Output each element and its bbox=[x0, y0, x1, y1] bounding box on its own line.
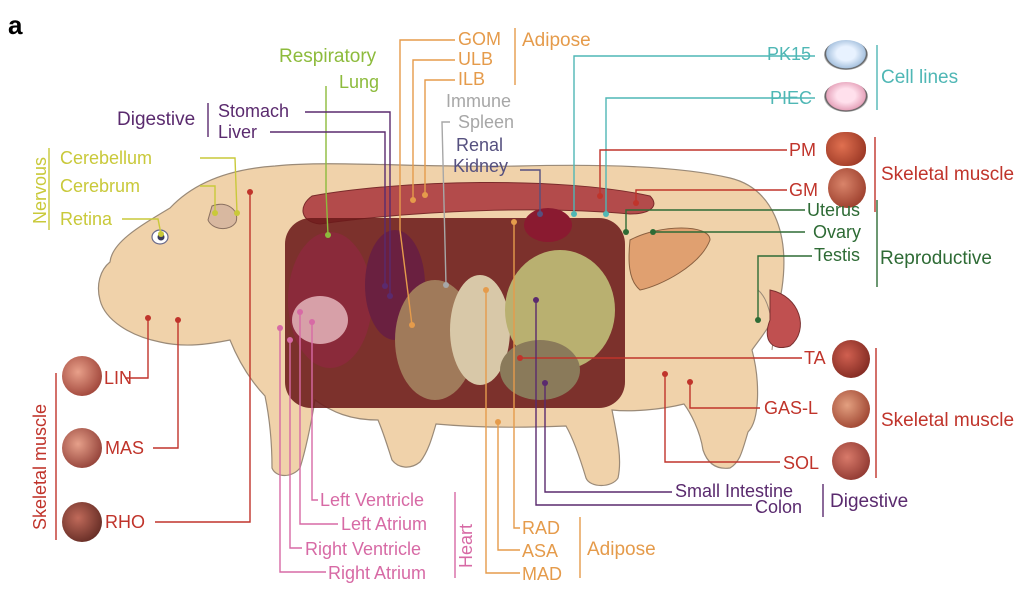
tissue-spleen: Spleen bbox=[458, 112, 515, 132]
category-digestive-bottom: Digestive bbox=[830, 491, 909, 512]
piec-dish-icon bbox=[824, 82, 868, 112]
tissue-testis: Testis bbox=[814, 245, 861, 265]
category-immune: Immune bbox=[446, 91, 512, 111]
tissue-ulb: ULB bbox=[458, 49, 494, 69]
category-adipose-bottom: Adipose bbox=[587, 539, 656, 560]
tissue-gom: GOM bbox=[458, 29, 501, 49]
tissue-rad: RAD bbox=[522, 518, 561, 538]
category-respiratory: Respiratory bbox=[279, 46, 377, 67]
category-digestive-top: Digestive bbox=[117, 109, 196, 130]
pig-body bbox=[97, 163, 801, 487]
category-reproductive: Reproductive bbox=[880, 248, 992, 269]
leader-dots bbox=[145, 189, 761, 425]
tissue-lin: LIN bbox=[104, 368, 133, 388]
tissue-pm: PM bbox=[789, 140, 816, 160]
tissue-cerebrum: Cerebrum bbox=[60, 176, 141, 196]
category-skeletal-muscle-lower: Skeletal muscle bbox=[881, 410, 1015, 431]
category-nervous: Nervous bbox=[30, 156, 50, 224]
category-cell-lines: Cell lines bbox=[881, 67, 959, 88]
tissue-asa: ASA bbox=[522, 541, 559, 561]
cell-line-pk15: PK15 bbox=[767, 44, 812, 64]
tissue-mas: MAS bbox=[105, 438, 145, 458]
category-skeletal-muscle-upper: Skeletal muscle bbox=[881, 164, 1015, 185]
tissue-left-atrium: Left Atrium bbox=[341, 514, 428, 534]
mas-muscle-thumbnail bbox=[62, 428, 102, 468]
pm-muscle-thumbnail bbox=[826, 132, 866, 166]
cell-line-piec: PIEC bbox=[770, 88, 813, 108]
tissue-kidney: Kidney bbox=[453, 156, 509, 176]
tissue-liver: Liver bbox=[218, 122, 258, 142]
tissue-right-atrium: Right Atrium bbox=[328, 563, 427, 583]
tissue-ta: TA bbox=[804, 348, 826, 368]
tissue-ilb: ILB bbox=[458, 69, 486, 89]
panel-label: a bbox=[8, 10, 23, 40]
category-heart: Heart bbox=[456, 523, 476, 568]
gas-l-muscle-thumbnail bbox=[832, 390, 870, 428]
tissue-right-ventricle: Right Ventricle bbox=[305, 539, 422, 559]
sol-muscle-thumbnail bbox=[832, 442, 870, 480]
tissue-left-ventricle: Left Ventricle bbox=[320, 490, 425, 510]
tissue-cerebellum: Cerebellum bbox=[60, 148, 153, 168]
tissue-gm: GM bbox=[789, 180, 818, 200]
category-adipose-top: Adipose bbox=[522, 30, 591, 51]
tissue-colon: Colon bbox=[755, 497, 803, 517]
tissue-gas-l: GAS-L bbox=[764, 398, 819, 418]
tissue-lung: Lung bbox=[339, 72, 380, 92]
tissue-retina: Retina bbox=[60, 209, 113, 229]
rho-muscle-thumbnail bbox=[62, 502, 102, 542]
gm-muscle-thumbnail bbox=[828, 168, 866, 208]
tissue-small-intestine: Small Intestine bbox=[675, 481, 794, 501]
tissue-sol: SOL bbox=[783, 453, 820, 473]
tissue-stomach: Stomach bbox=[218, 101, 290, 121]
pk15-dish-icon bbox=[824, 40, 868, 70]
category-skeletal-muscle-left: Skeletal muscle bbox=[30, 403, 50, 530]
lin-muscle-thumbnail bbox=[62, 356, 102, 396]
tissue-uterus: Uterus bbox=[807, 200, 861, 220]
category-renal: Renal bbox=[456, 135, 504, 155]
leader-lines bbox=[48, 28, 878, 578]
tissue-mad: MAD bbox=[522, 564, 562, 584]
tissue-ovary: Ovary bbox=[813, 222, 862, 242]
tissue-rho: RHO bbox=[105, 512, 145, 532]
ta-muscle-thumbnail bbox=[832, 340, 870, 378]
